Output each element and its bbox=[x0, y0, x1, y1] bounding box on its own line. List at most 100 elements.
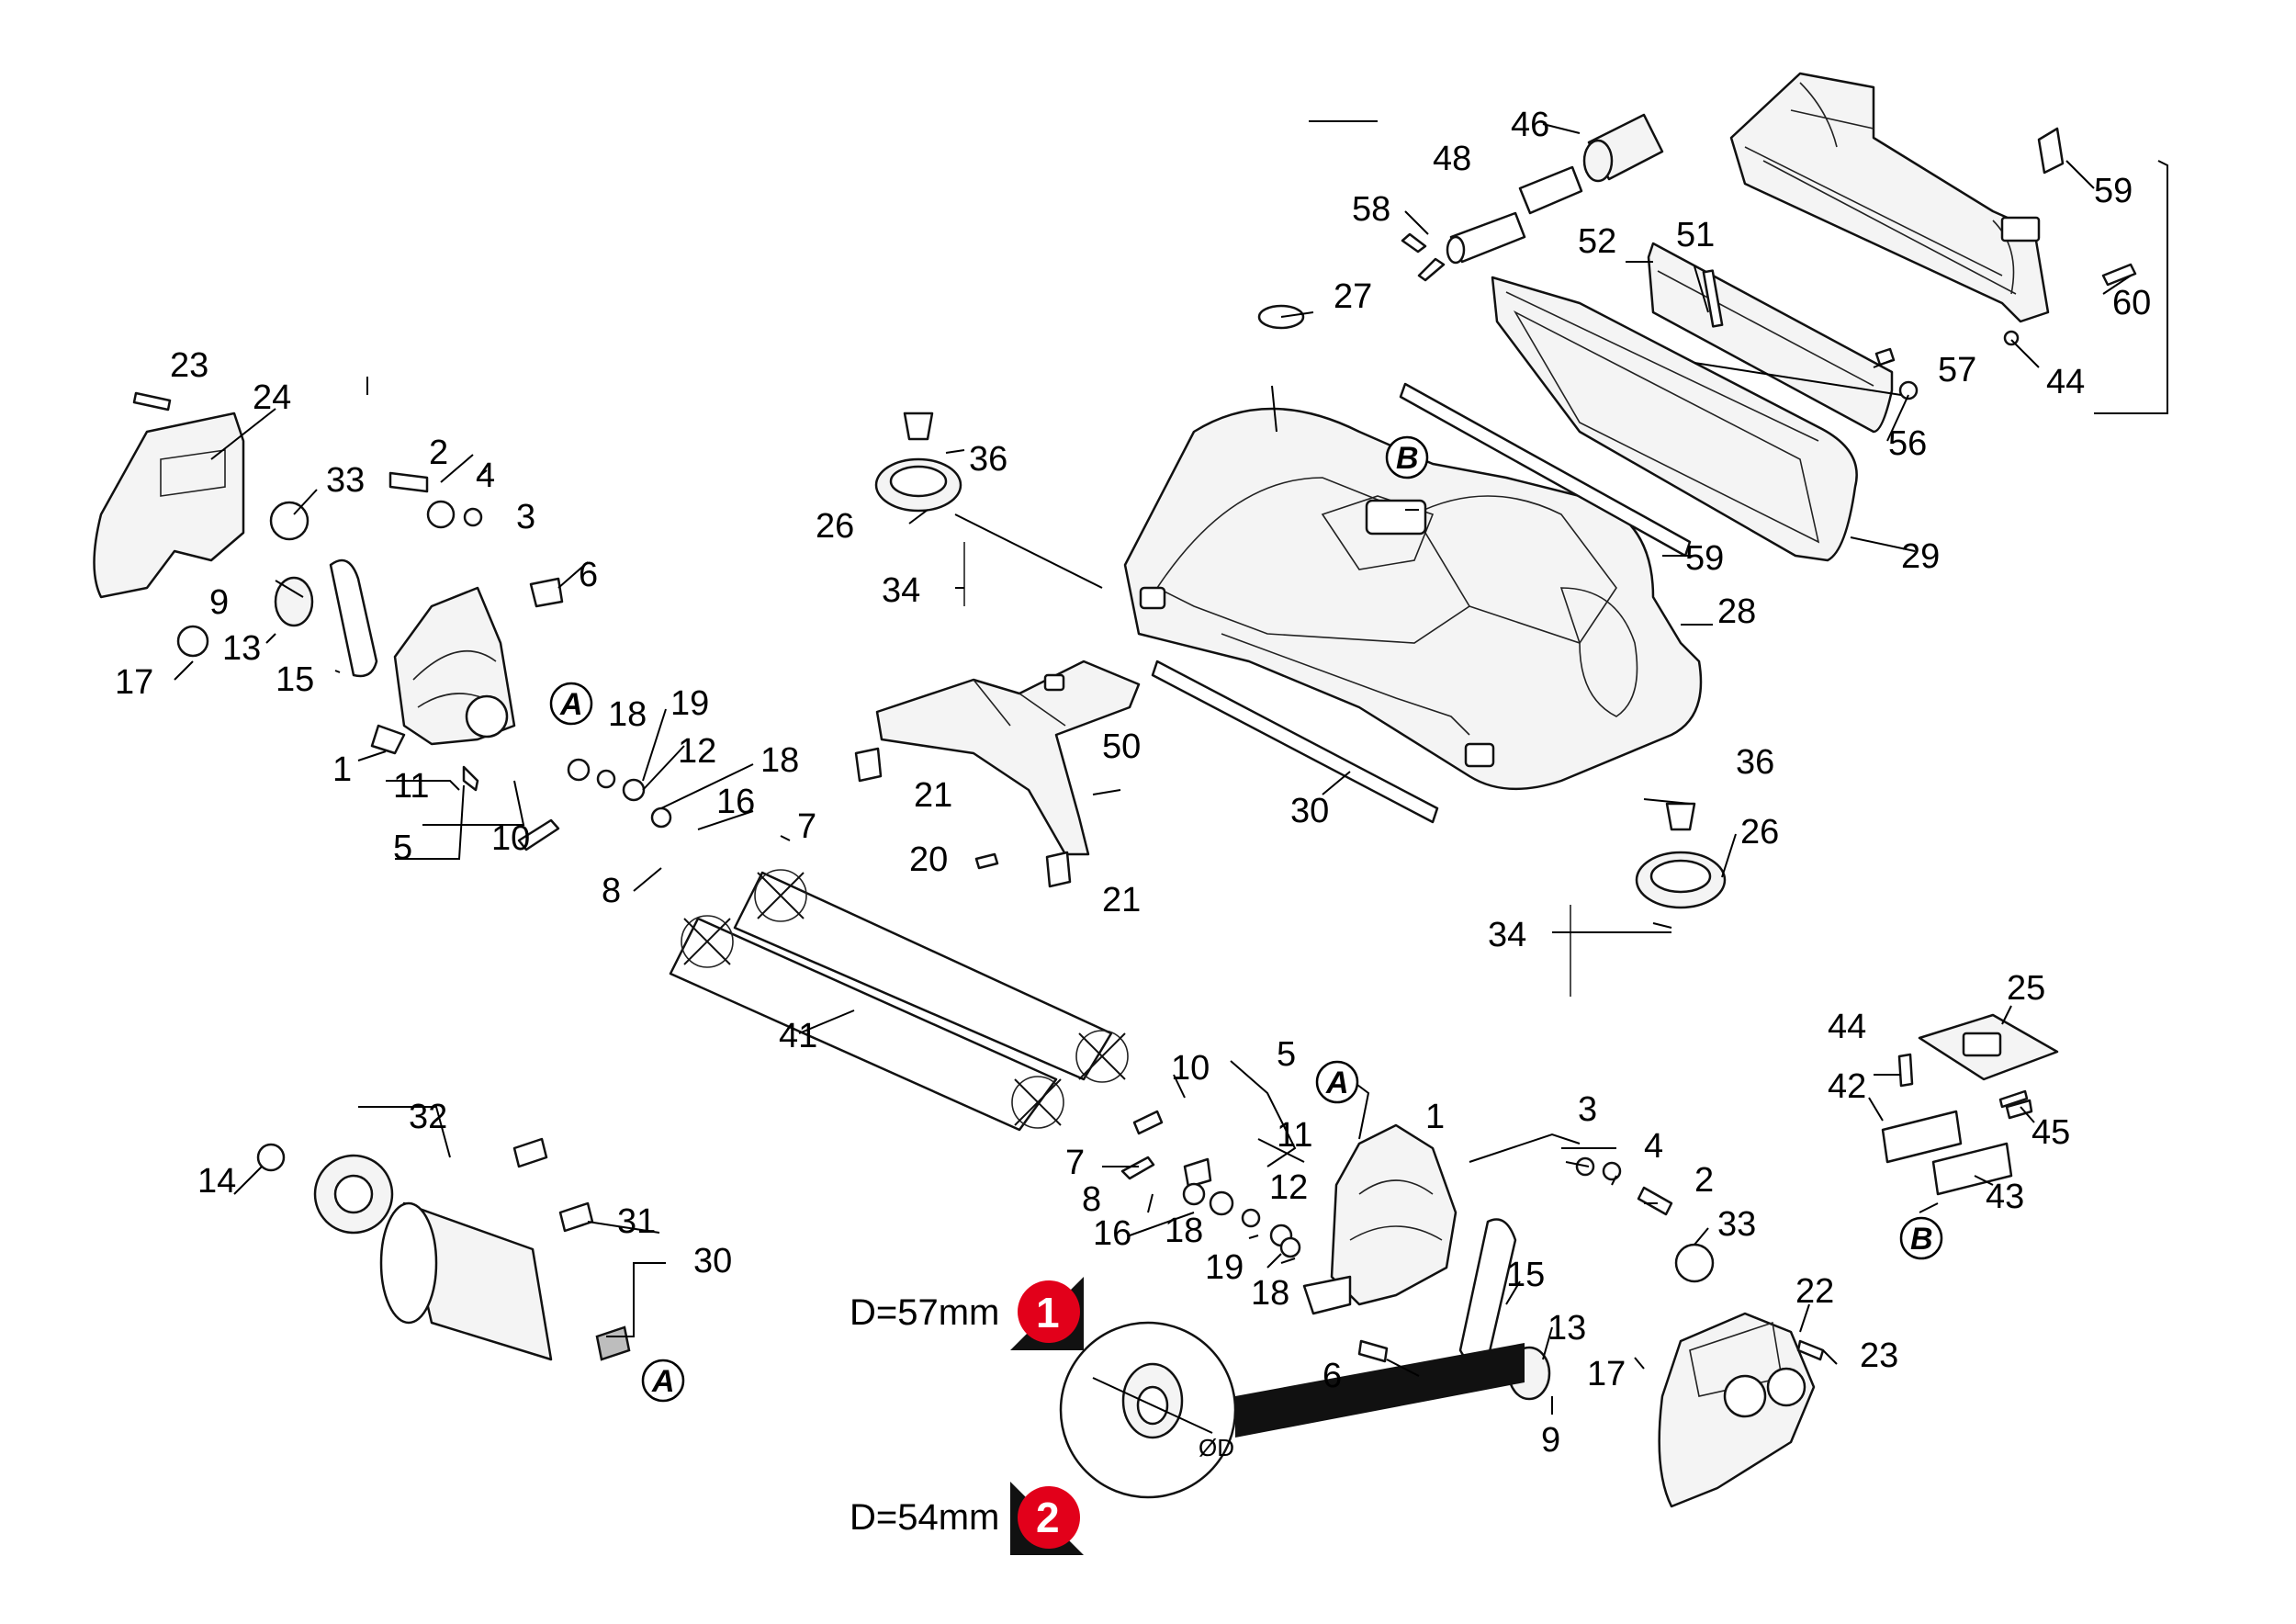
callout-59: 60 bbox=[2112, 284, 2151, 322]
leader-lines bbox=[174, 120, 2168, 1415]
callout-3-right: 3 bbox=[1578, 1090, 1597, 1129]
electrical-parts bbox=[1881, 1013, 2059, 1196]
bridge-bracket bbox=[875, 660, 1141, 856]
callout-19-left: 19 bbox=[670, 684, 709, 723]
left-gear-housing bbox=[370, 586, 516, 755]
part-drawings: ØD bbox=[93, 72, 2137, 1508]
svg-text:B: B bbox=[1910, 1222, 1933, 1257]
variant-2-badge bbox=[1018, 1486, 1080, 1549]
variant-54mm: D=54mm 2 bbox=[850, 1482, 1084, 1555]
callout-18-left-b: 18 bbox=[760, 741, 799, 780]
marker-b-1: B bbox=[1385, 435, 1429, 479]
side-covers bbox=[93, 412, 1816, 1508]
callout-50: 51 bbox=[1676, 216, 1715, 254]
variant-54mm-dimension: D=54mm bbox=[850, 1497, 999, 1538]
callout-19-right: 19 bbox=[1205, 1248, 1244, 1287]
callout-15-right: 15 bbox=[1506, 1256, 1545, 1294]
callout-4-left: 4 bbox=[476, 457, 495, 495]
callout-37-top: 36 bbox=[969, 440, 1007, 479]
main-housing bbox=[1123, 407, 1703, 791]
callout-10-right: 10 bbox=[1171, 1049, 1210, 1088]
variant-57mm-dimension: D=57mm bbox=[850, 1292, 999, 1333]
callout-36-bottom: 34 bbox=[1488, 916, 1526, 954]
callout-15-left: 15 bbox=[276, 660, 314, 699]
callout-57: 59 bbox=[1685, 539, 1724, 578]
callout-24: 24 bbox=[253, 378, 291, 417]
front-cover bbox=[1491, 276, 1858, 562]
callout-1-left: 1 bbox=[332, 750, 352, 789]
marker-a-3: A bbox=[641, 1359, 685, 1403]
callout-6-right: 6 bbox=[1322, 1357, 1342, 1395]
callout-27: 27 bbox=[1334, 277, 1372, 316]
callout-17-right: 17 bbox=[1587, 1355, 1626, 1393]
variant-57mm: D=57mm 1 bbox=[850, 1277, 1084, 1350]
callout-34-left: 33 bbox=[326, 461, 365, 500]
callout-23-right: 23 bbox=[1860, 1336, 1898, 1375]
callout-13-left: 13 bbox=[222, 629, 261, 668]
callout-28: 28 bbox=[1717, 592, 1756, 631]
callout-8-right: 8 bbox=[1082, 1180, 1101, 1219]
callout-22: 22 bbox=[1795, 1272, 1834, 1311]
callout-18-right-a: 18 bbox=[1165, 1212, 1203, 1250]
callout-36-top: 34 bbox=[882, 571, 920, 610]
callout-5-right: 5 bbox=[1277, 1035, 1296, 1074]
callout-11-left: 11 bbox=[393, 767, 429, 806]
callout-16-left: 16 bbox=[716, 783, 755, 821]
variant-1-badge-number: 1 bbox=[1036, 1289, 1060, 1336]
callout-13-right: 13 bbox=[1548, 1309, 1586, 1348]
marker-a-2: A bbox=[1315, 1060, 1359, 1104]
callout-51: 52 bbox=[1578, 222, 1616, 261]
variant-1-badge bbox=[1018, 1280, 1080, 1343]
svg-text:B: B bbox=[1396, 441, 1419, 476]
svg-text:A: A bbox=[651, 1364, 675, 1399]
callout-46: 46 bbox=[1511, 106, 1549, 144]
callout-7-right: 7 bbox=[1065, 1144, 1085, 1182]
callout-18-left-a: 18 bbox=[608, 695, 647, 734]
callout-5-left: 5 bbox=[393, 829, 412, 867]
callout-6-left: 6 bbox=[579, 556, 598, 594]
wheels bbox=[874, 412, 1727, 997]
callout-53: 57 bbox=[1938, 351, 1976, 389]
callout-3-left: 3 bbox=[516, 498, 535, 536]
callout-11-right: 11 bbox=[1277, 1116, 1312, 1155]
callout-23-left: 23 bbox=[170, 346, 208, 385]
callout-52: 56 bbox=[1888, 424, 1927, 463]
callout-numbers: 46 48 58 27 52 51 59 60 57 44 56 29 59 2… bbox=[115, 106, 2151, 1460]
reference-markers: A A A B B bbox=[549, 435, 1943, 1403]
pulley-variants: D=57mm 1 D=54mm 2 bbox=[850, 1277, 1084, 1555]
callout-21-a: 21 bbox=[914, 776, 952, 815]
callout-2-right: 2 bbox=[1694, 1161, 1714, 1200]
callout-30: 30 bbox=[1290, 792, 1329, 830]
callout-9-right: 9 bbox=[1541, 1421, 1560, 1460]
callout-4-right: 4 bbox=[1644, 1127, 1663, 1166]
callout-49: 50 bbox=[1102, 727, 1141, 766]
callout-2-left: 2 bbox=[429, 434, 448, 472]
callout-33: 32 bbox=[409, 1098, 447, 1136]
callout-43: 43 bbox=[1986, 1178, 2024, 1216]
callout-14: 14 bbox=[197, 1162, 236, 1201]
marker-b-2: B bbox=[1899, 1216, 1943, 1260]
callout-29: 29 bbox=[1901, 537, 1940, 576]
callout-7-left: 7 bbox=[797, 807, 816, 846]
callout-21-b: 21 bbox=[1102, 881, 1141, 919]
variant-2-badge-number: 2 bbox=[1036, 1494, 1060, 1541]
callout-37-bottom: 36 bbox=[1736, 743, 1774, 782]
callout-12-right: 12 bbox=[1269, 1168, 1308, 1207]
callout-42: 42 bbox=[1828, 1067, 1866, 1106]
callout-48: 48 bbox=[1433, 140, 1471, 178]
motor-assembly bbox=[256, 1137, 631, 1361]
callout-58: 59 bbox=[2094, 172, 2133, 210]
callout-32: 31 bbox=[617, 1202, 656, 1241]
handle-bracket bbox=[1729, 72, 2050, 323]
callout-9-left: 9 bbox=[209, 583, 229, 622]
right-gear-housing bbox=[1302, 1123, 1458, 1315]
callout-31: 30 bbox=[693, 1242, 732, 1280]
callout-8-left: 8 bbox=[602, 872, 621, 910]
roller-brush bbox=[669, 869, 1129, 1132]
callout-18-right-b: 18 bbox=[1251, 1274, 1289, 1313]
callout-45: 45 bbox=[2032, 1113, 2070, 1152]
callout-10-left: 10 bbox=[491, 819, 530, 858]
callout-1-right: 1 bbox=[1425, 1098, 1445, 1136]
diameter-label: ØD bbox=[1199, 1434, 1234, 1461]
